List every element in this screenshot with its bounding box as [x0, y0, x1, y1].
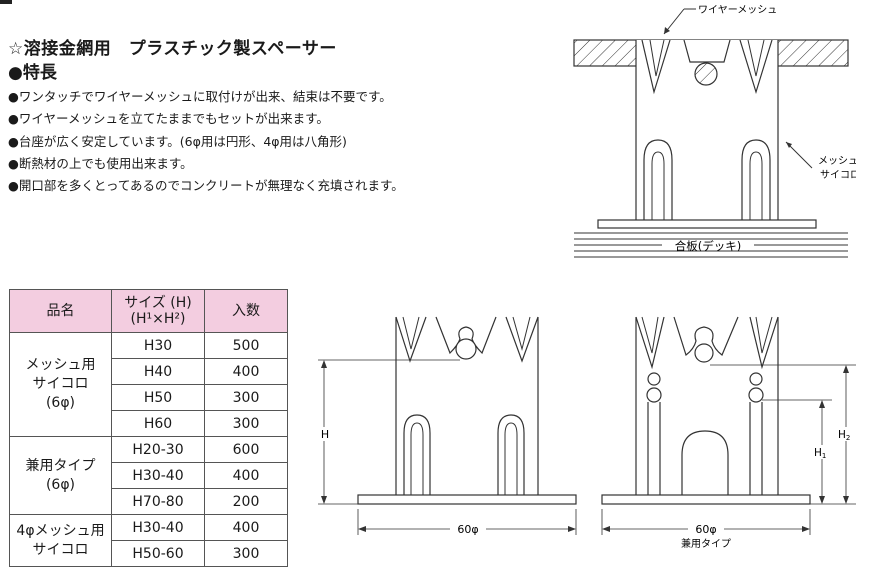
table-row: 4φメッシュ用 サイコロ H30-40 400 — [9, 514, 288, 567]
table-row: H70-80 200 — [10, 488, 288, 515]
deck-label: 合板(デッキ) — [675, 239, 741, 253]
header-name: 品名 — [9, 289, 112, 333]
spacer-tooth — [739, 39, 773, 95]
product-name: 兼用タイプ (6φ) — [9, 436, 112, 515]
feature-item: ●開口部を多くとってあるのでコンクリートが無理なく充填されます。 — [8, 178, 404, 194]
page-title: ☆溶接金網用 プラスチック製スペーサー — [8, 39, 337, 59]
spec-table: 品名 サイズ (H)(H¹×H²) 入数 メッシュ用 サイコロ (6φ) H30… — [9, 289, 288, 567]
header-size: サイズ (H)(H¹×H²) — [111, 289, 205, 333]
qty-cell: 200 — [204, 488, 288, 515]
product-name: メッシュ用 サイコロ (6φ) — [9, 332, 112, 437]
qty-cell: 500 — [204, 332, 288, 359]
size-cell: H30-40 — [111, 514, 205, 541]
width-label: 60φ — [457, 523, 478, 536]
table-row: H60 300 — [10, 410, 288, 437]
qty-cell: 300 — [204, 410, 288, 437]
qty-cell: 400 — [204, 514, 288, 541]
wire-mesh-label: ワイヤーメッシュ — [698, 5, 777, 16]
size-cell: H60 — [111, 410, 205, 437]
header-qty: 入数 — [204, 289, 288, 333]
qty-cell: 400 — [204, 462, 288, 489]
size-cell: H70-80 — [111, 488, 205, 515]
qty-cell: 300 — [204, 384, 288, 411]
spacer-label-line1: メッシュ用 — [818, 156, 856, 167]
spacer-leg — [741, 139, 771, 220]
features-list: ●ワンタッチでワイヤーメッシュに取付けが出来、結束は不要です。 ●ワイヤーメッシ… — [8, 86, 404, 197]
qty-cell: 400 — [204, 358, 288, 385]
feature-item: ●台座が広く安定しています。(6φ用は円形、4φ用は八角形) — [8, 133, 347, 149]
table-row: H40 400 — [10, 358, 288, 385]
size-cell: H20-30 — [111, 436, 205, 463]
height-label: H — [321, 428, 329, 441]
size-cell: H30 — [111, 332, 205, 359]
feature-item: ●断熱材の上でも使用出来ます。 — [8, 155, 193, 171]
qty-cell: 300 — [204, 540, 288, 567]
feature-item: ●ワンタッチでワイヤーメッシュに取付けが出来、結束は不要です。 — [8, 89, 392, 104]
installation-diagram: 合板(デッキ) ワイヤーメッシュ メッシュ用 サイコロ — [573, 5, 856, 258]
spacer-tooth — [641, 39, 671, 95]
h2-label: H2 — [838, 429, 850, 442]
wire-cross-section — [694, 62, 718, 86]
spacer-label-line2: サイコロ — [820, 169, 856, 181]
spacer-diagram-mesh: H 60φ — [318, 316, 577, 536]
size-cell: H50-60 — [111, 540, 205, 567]
size-cell: H30-40 — [111, 462, 205, 489]
table-row: H50-60 300 — [10, 540, 288, 567]
spacer-base — [597, 219, 817, 229]
size-cell: H40 — [111, 358, 205, 385]
table-row: 兼用タイプ (6φ) H20-30 600 — [9, 436, 288, 515]
table-header-row: 品名 サイズ (H)(H¹×H²) 入数 — [9, 289, 288, 333]
heading-marker — [0, 0, 12, 4]
table-row: H50 300 — [10, 384, 288, 411]
qty-cell: 600 — [204, 436, 288, 463]
features-heading: ●特長 — [8, 63, 57, 83]
spacer-diagram-combined: H1 H2 60φ 兼用タイプ — [601, 316, 856, 550]
size-cell: H50 — [111, 384, 205, 411]
diagram-caption: 兼用タイプ — [681, 537, 731, 550]
h1-label: H1 — [814, 447, 826, 460]
width-label: 60φ — [695, 523, 716, 536]
spacer-leg — [643, 139, 673, 220]
feature-item: ●ワイヤーメッシュを立てたままでもセットが出来ます。 — [8, 111, 329, 127]
table-row: メッシュ用 サイコロ (6φ) H30 500 — [9, 332, 288, 437]
product-name: 4φメッシュ用 サイコロ — [9, 514, 112, 567]
